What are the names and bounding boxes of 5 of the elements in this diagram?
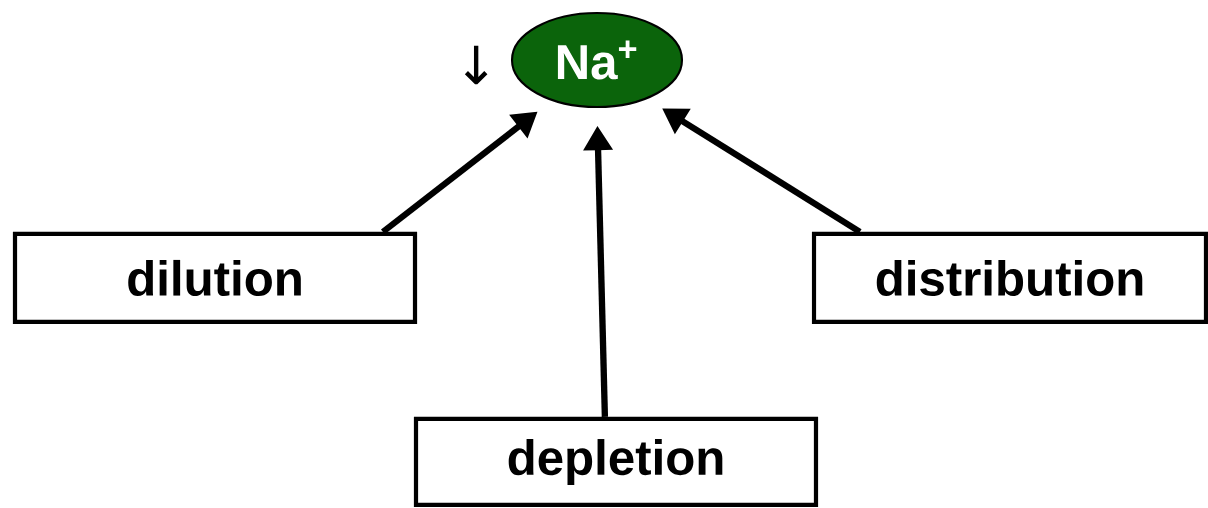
- process-box: dilution: [12, 231, 418, 325]
- beside-symbol: ↓: [464, 45, 488, 85]
- process-box: distribution: [811, 231, 1208, 325]
- ellipse-node: Na$^{+}$: [510, 11, 684, 109]
- process-box: depletion: [413, 416, 819, 508]
